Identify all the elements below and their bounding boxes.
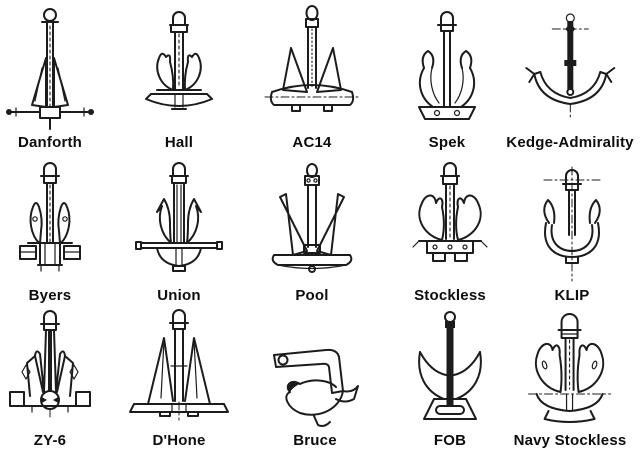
dhone-anchor-illustration — [129, 309, 229, 421]
anchor-label-spek: Spek — [428, 134, 466, 151]
anchor-label-ac14: AC14 — [292, 134, 332, 151]
navy-stockless-anchor-illustration — [528, 313, 612, 423]
anchor-label-fob: FOB — [433, 432, 467, 449]
anchor-label-kedge-admirality: Kedge-Admirality — [506, 134, 634, 151]
anchor-label-stockless: Stockless — [414, 287, 486, 304]
anchor-label-hall: Hall — [164, 134, 194, 151]
anchor-label-zy-6: ZY-6 — [33, 432, 67, 449]
anchor-label-danforth: Danforth — [17, 134, 83, 151]
fob-anchor-illustration — [418, 311, 482, 420]
hall-anchor-illustration — [145, 11, 213, 110]
anchor-label-union: Union — [157, 287, 201, 304]
kedge-admirality-anchor-illustration — [524, 13, 615, 121]
anchor-label-byers: Byers — [28, 287, 72, 304]
anchor-cell-danforth: Danforth — [2, 0, 98, 152]
ac14-anchor-illustration — [264, 5, 360, 112]
anchor-cell-bruce: Bruce — [262, 301, 368, 450]
zy-6-anchor-illustration — [9, 310, 91, 421]
union-anchor-illustration — [135, 162, 223, 272]
byers-anchor-illustration — [19, 162, 81, 272]
anchor-cell-hall: Hall — [127, 0, 231, 152]
anchor-cell-klip: KLIP — [526, 155, 618, 305]
pool-anchor-illustration — [271, 163, 353, 273]
stockless-anchor-illustration — [412, 162, 488, 262]
anchor-label-dhone: D'Hone — [152, 432, 206, 449]
bruce-anchor-illustration — [273, 348, 359, 427]
anchor-cell-dhone: D'Hone — [124, 301, 234, 450]
anchor-cell-stockless: Stockless — [397, 155, 503, 305]
anchor-label-navy-stockless: Navy Stockless — [513, 432, 627, 449]
anchor-cell-byers: Byers — [8, 155, 92, 305]
anchor-cell-union: Union — [127, 155, 231, 305]
anchor-label-pool: Pool — [295, 287, 329, 304]
anchor-label-klip: KLIP — [554, 287, 590, 304]
klip-anchor-illustration — [543, 166, 601, 282]
danforth-anchor-illustration — [6, 8, 94, 130]
anchor-cell-zy-6: ZY-6 — [2, 301, 98, 450]
anchor-cell-kedge-admirality: Kedge-Admirality — [506, 0, 633, 152]
anchor-cell-fob: FOB — [402, 301, 498, 450]
anchor-cell-spek: Spek — [399, 0, 495, 152]
anchor-label-bruce: Bruce — [293, 432, 337, 449]
spek-anchor-illustration — [418, 11, 476, 120]
anchor-cell-ac14: AC14 — [262, 0, 362, 152]
anchor-cell-navy-stockless: Navy Stockless — [514, 301, 627, 450]
anchor-cell-pool: Pool — [262, 155, 362, 305]
